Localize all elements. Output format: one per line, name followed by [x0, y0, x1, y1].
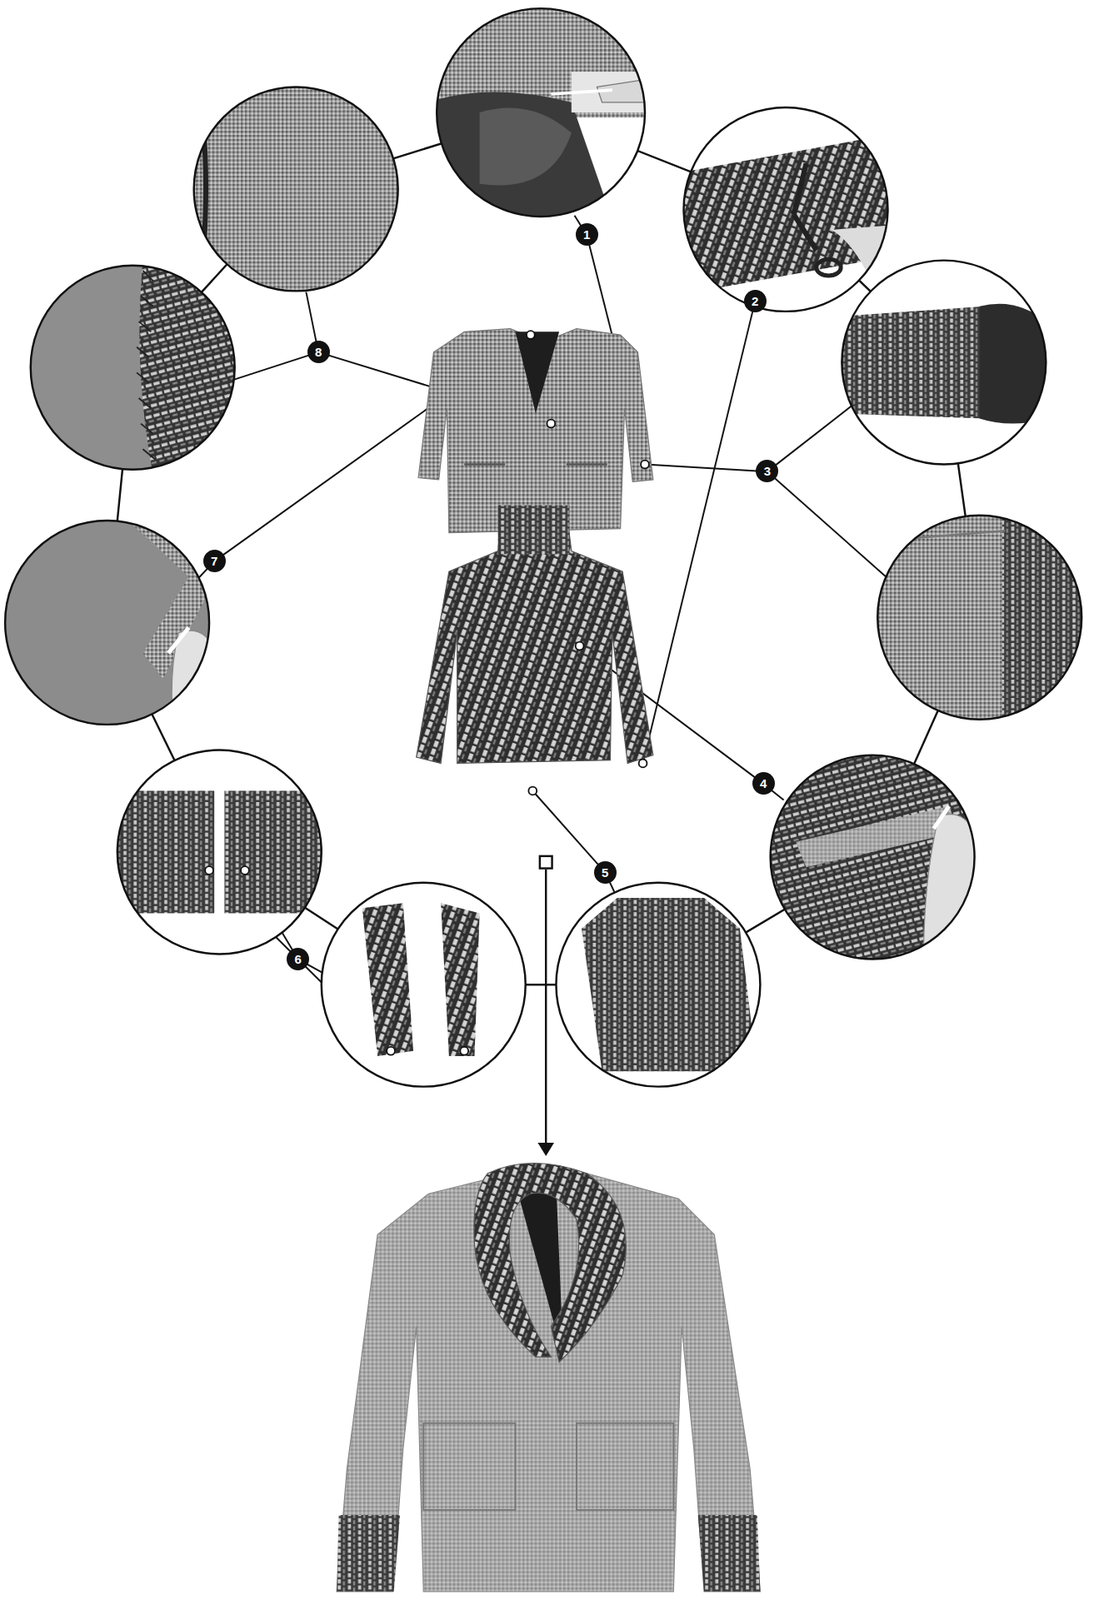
marker [546, 419, 555, 429]
photo-border [117, 749, 322, 955]
callout-number: 4 [752, 772, 775, 795]
marker [204, 866, 214, 875]
photo-border [321, 883, 526, 1088]
photo-hand-stitch [25, 260, 240, 475]
leader [767, 471, 886, 577]
knit-shawl-collar [474, 1163, 626, 1363]
knit-cuff [336, 1515, 400, 1593]
callout-number: 7 [203, 549, 226, 573]
photo-seam-lining [428, 4, 664, 220]
callout-number: 6 [286, 948, 310, 971]
callout-number: 8 [307, 340, 330, 364]
finished-jacket [336, 1163, 760, 1592]
photo-border [770, 755, 975, 960]
callout-label: 8 [314, 345, 322, 359]
finished-body [336, 1173, 760, 1593]
callout-label: 7 [210, 554, 218, 568]
photo-border [194, 86, 399, 291]
marker [575, 642, 585, 651]
pocket [423, 1423, 515, 1511]
photo-border [555, 883, 760, 1088]
photo-cut-strips [112, 790, 327, 914]
marker [639, 759, 648, 769]
callout-label: 5 [601, 866, 609, 880]
callout-label: 6 [294, 953, 301, 966]
leader [643, 301, 756, 765]
marker [386, 1047, 395, 1056]
arrow-shaft [544, 869, 547, 1146]
photo-border [436, 8, 645, 217]
photo-ground [555, 883, 760, 1088]
photo-cuff [836, 304, 1051, 425]
callout-label: 2 [751, 294, 759, 308]
photo-body-piece [581, 898, 758, 1072]
marker-points [204, 330, 650, 1056]
leader [532, 790, 605, 873]
start-square [539, 856, 553, 870]
marker [459, 1047, 469, 1056]
arrow-head [537, 1143, 555, 1157]
marker [240, 866, 250, 875]
photo-cuff-join [872, 510, 1095, 725]
photo-border [30, 265, 235, 470]
callout-number: 1 [575, 223, 599, 246]
leader [233, 352, 319, 380]
leader-lines [199, 215, 886, 1052]
photo-cut-sleeve [673, 133, 898, 297]
callout-number: 3 [755, 459, 779, 483]
callout-label: 4 [759, 777, 767, 790]
photo-border [841, 260, 1046, 465]
process-arrow [537, 856, 555, 1157]
photo-border [877, 515, 1082, 720]
sweater-neck [498, 505, 570, 555]
leader [767, 403, 855, 472]
photo-collar-sewing [0, 515, 220, 730]
marker [528, 787, 537, 796]
photo-tweed-detail [189, 81, 404, 296]
pocket [464, 463, 505, 465]
sweater-figure [416, 505, 654, 765]
callout-number: 5 [594, 861, 617, 885]
leader [644, 464, 768, 473]
callout-label: 1 [583, 228, 590, 241]
photo-sleeve-pieces [362, 903, 480, 1057]
marker [526, 330, 535, 340]
knit-cuff [698, 1515, 761, 1593]
pocket [576, 1423, 674, 1511]
photo-circle [0, 4, 1095, 1087]
callout-number: 2 [744, 289, 767, 313]
photo-border [4, 520, 210, 725]
photo-ground [321, 883, 526, 1088]
jacket-figure [418, 329, 654, 534]
marker [640, 460, 650, 470]
callout-label: 3 [764, 464, 771, 478]
jacket-lapel-gap [514, 331, 560, 414]
photo-collar-unpick [765, 749, 980, 965]
photo-border [684, 107, 889, 312]
pocket [566, 463, 608, 465]
jacket-body [418, 329, 654, 534]
